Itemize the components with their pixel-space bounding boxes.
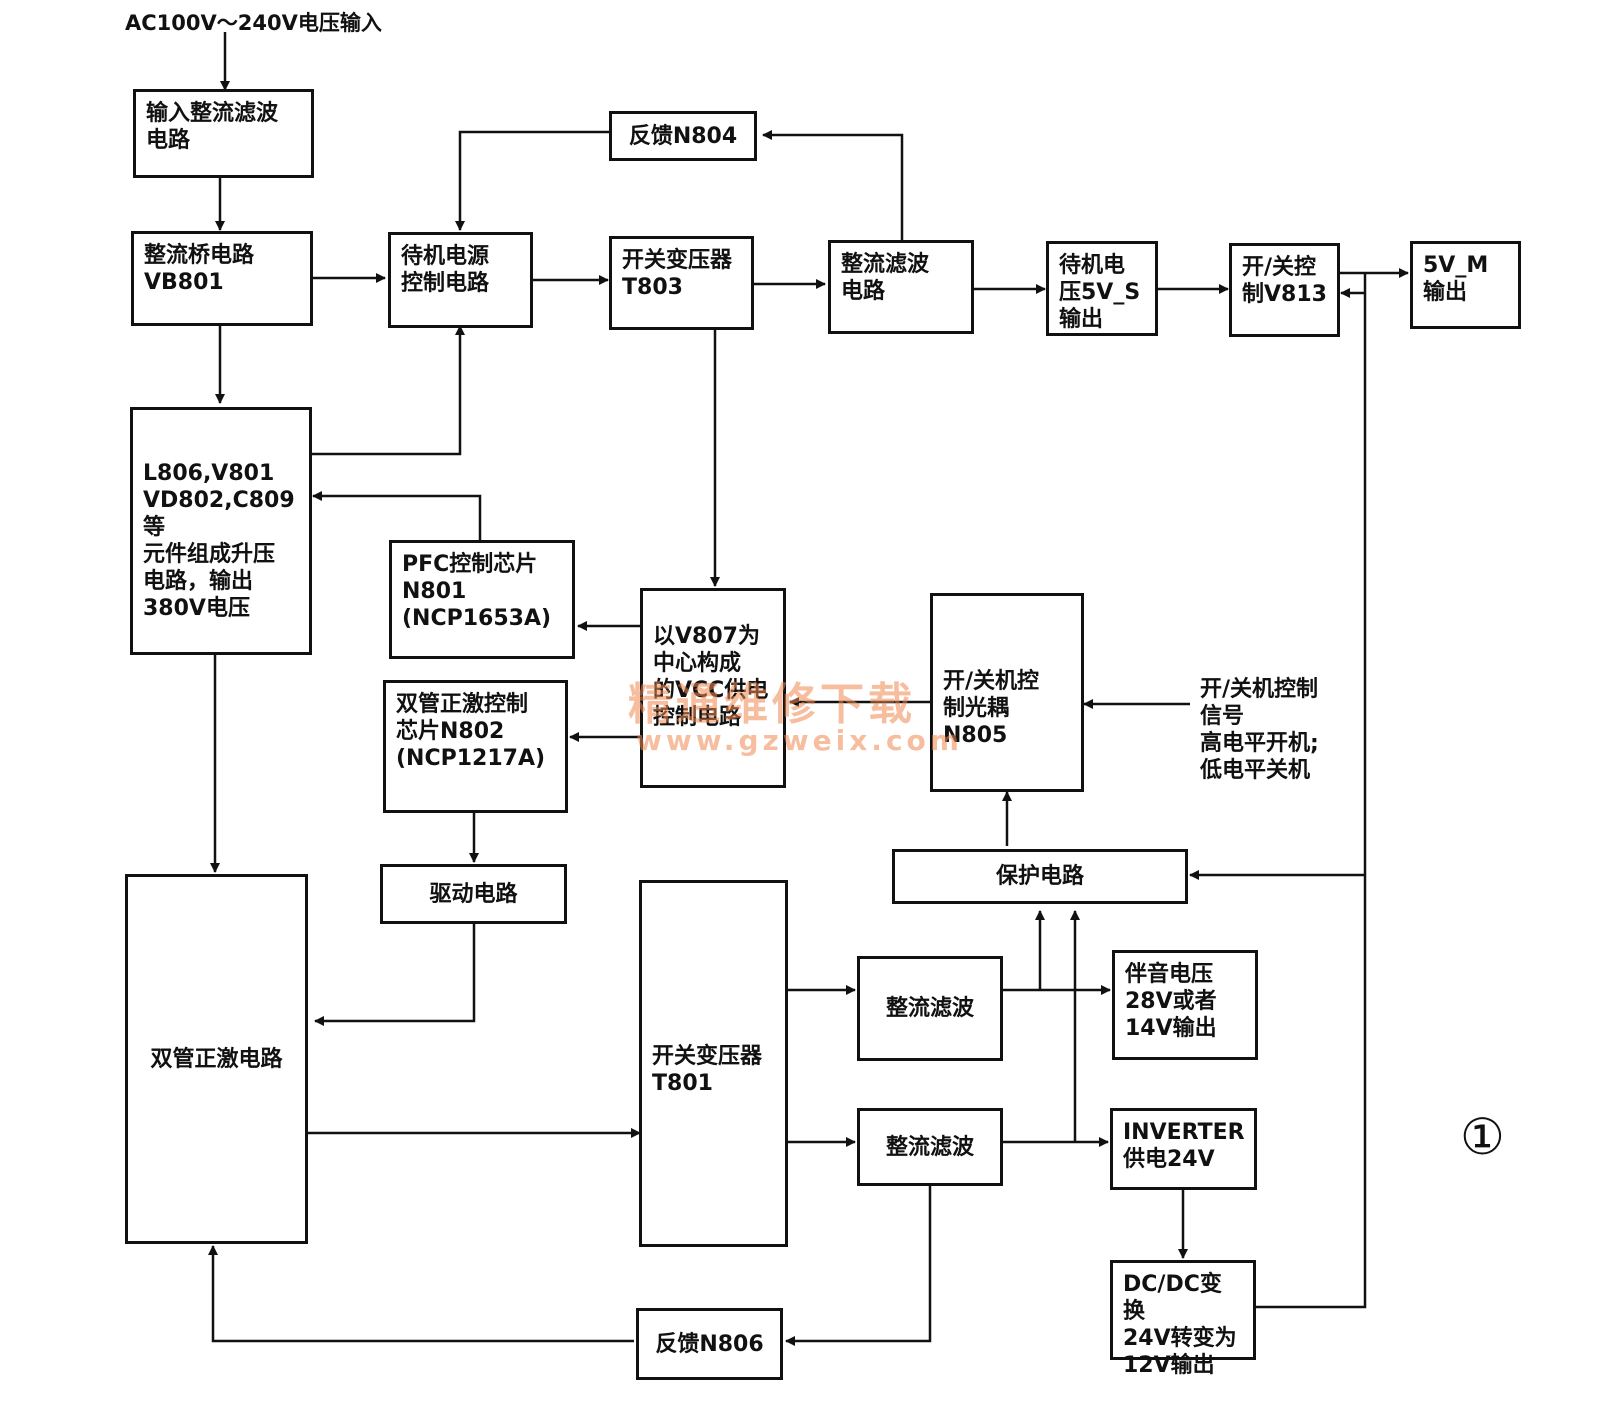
arrow-n804-standby xyxy=(455,130,609,231)
audio-voltage-output-block: 伴音电压 28V或者 14V输出 xyxy=(1112,950,1258,1060)
two-switch-forward-block: 双管正激电路 xyxy=(125,874,308,1244)
rectifier-filter-2-block: 整流滤波 xyxy=(857,1108,1003,1186)
watermark-url: www.gzweix.com xyxy=(636,724,963,757)
feedback-n806-block: 反馈N806 xyxy=(636,1308,783,1380)
vcc-supply-control-block: 以V807为 中心构成 的VCC供电 控制电路 xyxy=(640,588,786,788)
onoff-optocoupler-n805-block: 开/关机控 制光耦N805 xyxy=(930,593,1084,792)
pfc-control-chip-block: PFC控制芯片 N801 (NCP1653A) xyxy=(389,540,575,659)
driver-circuit-block: 驱动电路 xyxy=(380,864,567,924)
arrow-rect-n804 xyxy=(762,130,904,240)
rectifier-filter-top-block: 整流滤波 电路 xyxy=(828,240,974,334)
onoff-control-signal-label: 开/关机控制 信号 高电平开机; 低电平关机 xyxy=(1200,677,1319,783)
rectifier-filter-1-block: 整流滤波 xyxy=(857,956,1003,1061)
figure-number: ① xyxy=(1460,1108,1505,1166)
arrow-rf2-n806 xyxy=(785,1186,932,1346)
standby-5v-output-block: 待机电 压5V_S 输出 xyxy=(1046,241,1158,336)
inverter-supply-block: INVERTER 供电24V xyxy=(1110,1108,1257,1190)
standby-power-control-block: 待机电源 控制电路 xyxy=(388,232,533,328)
arrow-driver-forward xyxy=(314,922,476,1026)
forward-control-chip-block: 双管正激控制 芯片N802 (NCP1217A) xyxy=(383,680,568,813)
arrow-n806-forward xyxy=(208,1245,634,1343)
boost-circuit-block: L806,V801 VD802,C809等 元件组成升压 电路，输出 380V电… xyxy=(130,407,312,655)
ac-input-label: AC100V～240V电压输入 xyxy=(125,11,382,35)
switch-transformer-t803-block: 开关变压器 T803 xyxy=(609,236,754,330)
arrow-boost-standby xyxy=(310,325,465,456)
bridge-rectifier-block: 整流桥电路 VB801 xyxy=(131,231,313,326)
dcdc-converter-block: DC/DC变换 24V转变为 12V输出 xyxy=(1110,1260,1256,1378)
line-dcdc-trunk xyxy=(1255,273,1367,1309)
output-5v-m-block: 5V_M 输出 xyxy=(1410,241,1521,329)
protection-circuit-block: 保护电路 xyxy=(892,849,1188,904)
switch-transformer-t801-block: 开关变压器 T801 xyxy=(639,880,788,1247)
arrow-pfc-boost xyxy=(312,491,482,540)
input-rectifier-filter-block: 输入整流滤波 电路 xyxy=(133,89,314,178)
feedback-n804-block: 反馈N804 xyxy=(609,111,757,161)
onoff-control-v813-block: 开/关控 制V813 xyxy=(1229,243,1340,337)
watermark-text: 精通维修下载 xyxy=(628,679,916,730)
